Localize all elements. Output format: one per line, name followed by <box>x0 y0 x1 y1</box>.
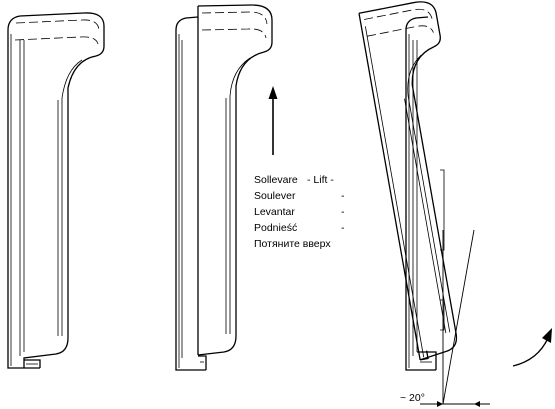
lift-arrow <box>268 86 278 155</box>
lift-instructions: Sollevare - Lift - Soulever - Levantar -… <box>254 174 345 250</box>
instruction-line-tail: - <box>341 206 345 218</box>
instruction-line: Soulever <box>254 190 296 202</box>
instruction-line: Sollevare <box>254 174 298 186</box>
tilt-angle-label: ~ 20° <box>400 392 425 404</box>
instruction-line: Потяните вверх <box>254 238 331 250</box>
instruction-line: Levantar <box>254 206 295 218</box>
tilt-arrow <box>512 328 552 367</box>
instruction-line-tail: - <box>341 190 345 202</box>
instruction-line: Podnieść <box>254 222 297 234</box>
tilt-angle-indicator: ~ 20° <box>400 229 490 407</box>
unit-tilted <box>358 1 458 361</box>
unit-mounted <box>7 12 105 369</box>
instruction-line-tail: - <box>341 222 345 234</box>
unit-lifted <box>175 4 273 371</box>
instruction-line-tail: - Lift - <box>307 174 334 186</box>
